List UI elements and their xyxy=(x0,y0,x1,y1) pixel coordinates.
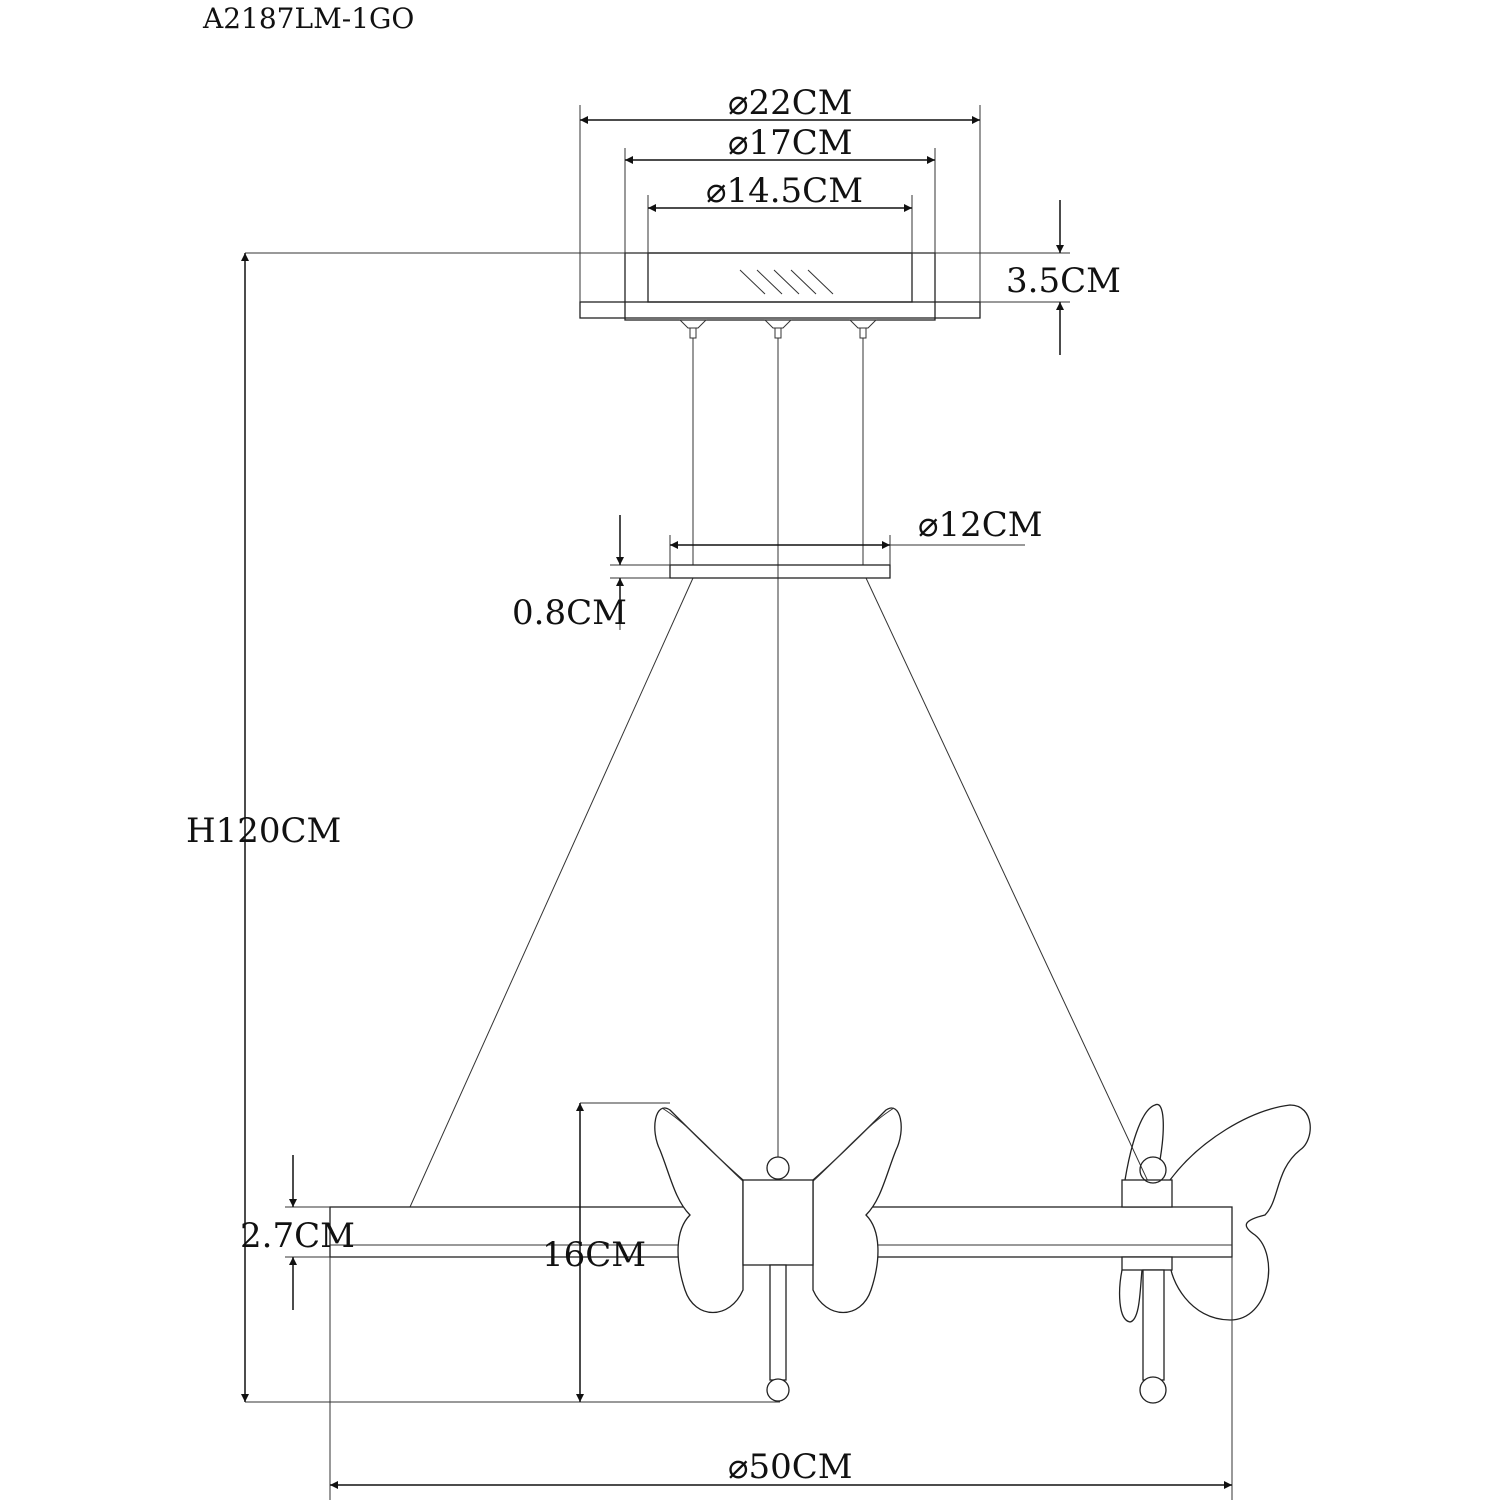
dim-canopy-height: 3.5CM xyxy=(1006,261,1121,301)
dim-canopy-outer: ⌀22CM xyxy=(728,83,853,123)
vent-slots-icon xyxy=(739,269,834,295)
canopy xyxy=(579,252,981,339)
dim-canopy-inner: ⌀14.5CM xyxy=(706,171,863,211)
dim-ring-diameter: ⌀50CM xyxy=(728,1447,853,1487)
wire-grips xyxy=(678,319,878,339)
butterfly-center xyxy=(654,1107,902,1402)
dim-disc-diameter: ⌀12CM xyxy=(918,505,1043,545)
dim-disc-thickness: 0.8CM xyxy=(512,593,627,633)
dim-ring-height: 2.7CM xyxy=(240,1216,355,1256)
dim-total-height: H120CM xyxy=(186,811,341,851)
dim-butterfly-height: 16CM xyxy=(542,1235,646,1275)
lower-dimensions: H120CM 2.7CM 16CM ⌀50CM xyxy=(186,253,1233,1500)
butterfly-side xyxy=(1118,1103,1311,1404)
suspension-wires xyxy=(409,338,1161,1208)
model-title: A2187LM-1GO xyxy=(202,2,414,35)
hanging-disc: ⌀12CM 0.8CM xyxy=(512,505,1043,633)
dim-canopy-middle: ⌀17CM xyxy=(728,123,853,163)
canopy-dimensions: ⌀22CM ⌀17CM ⌀14.5CM 3.5CM xyxy=(245,83,1121,355)
